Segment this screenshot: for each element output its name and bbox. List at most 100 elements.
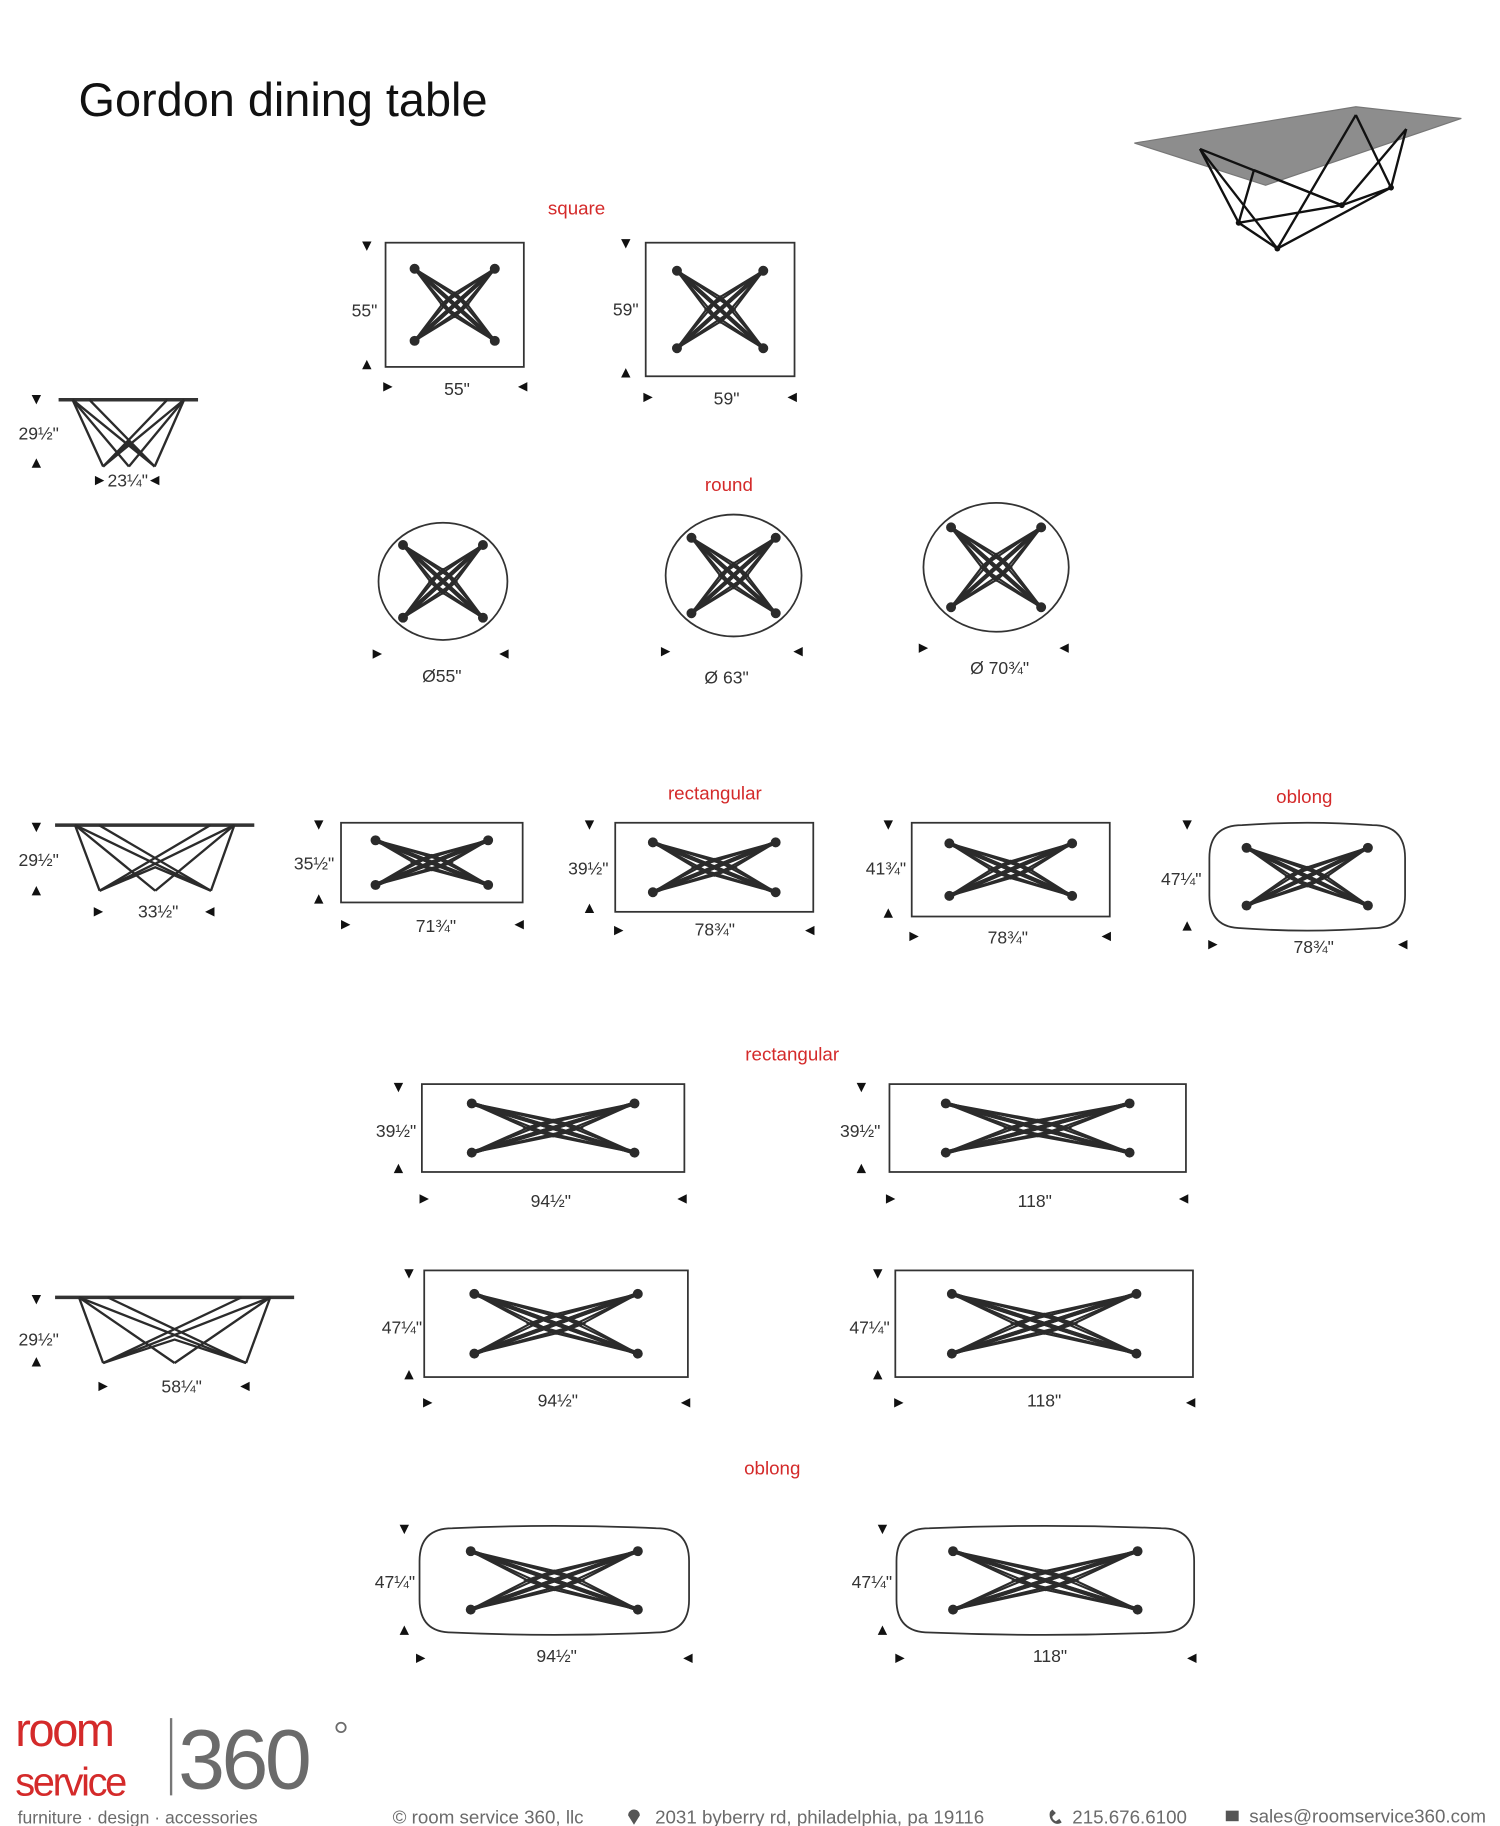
dimension-arrow-icon bbox=[621, 239, 631, 249]
table-legs bbox=[77, 1296, 272, 1365]
width-dimension: Ø55" bbox=[422, 666, 461, 686]
dimension-arrow-icon bbox=[885, 1194, 896, 1204]
width-dimension: 55" bbox=[444, 379, 470, 399]
dimension-arrow-icon bbox=[399, 1625, 409, 1635]
dimension-arrow-icon bbox=[362, 241, 372, 251]
dimension-arrow-icon bbox=[1187, 1653, 1197, 1663]
dimension-arrow-icon bbox=[793, 646, 803, 657]
table-base-plan bbox=[398, 540, 488, 623]
height-dimension: 29½" bbox=[18, 424, 58, 444]
depth-dimension: 39½" bbox=[840, 1121, 880, 1141]
table-base-plan bbox=[946, 1288, 1142, 1359]
dimension-arrow-icon bbox=[621, 368, 631, 378]
side-elevation: 29½"58¼" bbox=[18, 1295, 295, 1396]
width-dimension: 94½" bbox=[531, 1191, 571, 1211]
table-top-outline bbox=[420, 1083, 686, 1173]
table-base-plan bbox=[940, 1098, 1135, 1158]
table-top-outline bbox=[340, 821, 524, 904]
dimension-arrow-icon bbox=[98, 1381, 108, 1392]
plan-view-rectangular: 35½"71¾" bbox=[294, 820, 524, 936]
side-elevation: 29½" 23¼" bbox=[18, 395, 199, 490]
address: 2031 byberry rd, philadelphia, pa 19116 bbox=[655, 1807, 984, 1826]
dimension-arrow-icon bbox=[1059, 643, 1069, 653]
table-top-outline bbox=[894, 1269, 1194, 1378]
logo-room: room bbox=[15, 1704, 112, 1756]
page-title: Gordon dining table bbox=[79, 74, 488, 126]
dimension-arrow-icon bbox=[514, 920, 524, 930]
dimension-arrow-icon bbox=[683, 1653, 693, 1663]
dimension-arrow-icon bbox=[31, 822, 42, 833]
dimension-arrow-icon bbox=[31, 886, 42, 896]
dimension-arrow-icon bbox=[856, 1082, 867, 1093]
plan-view-oblong: 47¼"78¾" bbox=[1161, 820, 1408, 957]
dimension-arrow-icon bbox=[31, 1295, 42, 1305]
width-dimension: 23¼" bbox=[108, 470, 148, 490]
phone-link[interactable]: 215.676.6100 bbox=[1072, 1807, 1187, 1826]
width-dimension: 78¾" bbox=[695, 919, 735, 939]
dimension-arrow-icon bbox=[883, 820, 893, 830]
dimension-arrow-icon bbox=[1398, 939, 1408, 950]
tagline: furniture · design · accessories bbox=[18, 1808, 258, 1826]
table-top-outline bbox=[423, 1269, 689, 1378]
dimension-arrow-icon bbox=[873, 1269, 883, 1279]
height-dimension: 29½" bbox=[18, 850, 58, 870]
plan-view-rectangular: 47¼"118" bbox=[849, 1269, 1196, 1410]
dimension-arrow-icon bbox=[1178, 1194, 1189, 1204]
plan-view-rectangular: 41¾"78¾" bbox=[866, 820, 1111, 947]
table-top-outline bbox=[384, 241, 525, 368]
dimension-arrow-icon bbox=[341, 920, 351, 930]
dimension-arrow-icon bbox=[393, 1163, 404, 1174]
depth-dimension: 55" bbox=[352, 301, 378, 321]
dimension-arrow-icon bbox=[584, 820, 595, 830]
width-dimension: 118" bbox=[1027, 1390, 1061, 1410]
dimension-arrow-icon bbox=[909, 931, 919, 942]
dimension-arrow-icon bbox=[393, 1082, 404, 1093]
dimension-arrow-icon bbox=[419, 1194, 429, 1204]
dimension-arrow-icon bbox=[150, 475, 160, 486]
product-render bbox=[1134, 106, 1462, 252]
section-label-rectangular: rectangular bbox=[668, 782, 762, 803]
table-top-outline bbox=[895, 1525, 1196, 1636]
dimension-arrow-icon bbox=[894, 1398, 904, 1408]
phone-icon bbox=[1049, 1809, 1062, 1824]
section-label-rectangular: rectangular bbox=[745, 1044, 839, 1065]
width-dimension: Ø 70¾" bbox=[970, 658, 1029, 678]
depth-dimension: 39½" bbox=[568, 858, 608, 878]
table-legs bbox=[73, 824, 236, 892]
depth-dimension: 47¼" bbox=[375, 1572, 415, 1592]
copyright: © room service 360, llc bbox=[393, 1807, 584, 1826]
logo-360: 360 bbox=[178, 1712, 309, 1806]
plan-view-rectangular: 39½"94½" bbox=[376, 1082, 687, 1211]
width-dimension: Ø 63" bbox=[704, 667, 748, 687]
dimension-arrow-icon bbox=[584, 903, 595, 913]
dimension-arrow-icon bbox=[499, 649, 509, 659]
dimension-arrow-icon bbox=[680, 1398, 691, 1408]
width-dimension: 118" bbox=[1033, 1646, 1067, 1666]
dimension-arrow-icon bbox=[205, 907, 215, 917]
table-top-outline bbox=[614, 821, 815, 913]
section-label-round: round bbox=[705, 474, 753, 495]
table-base-plan bbox=[469, 1288, 643, 1359]
table-top-outline bbox=[910, 821, 1111, 918]
dimension-arrow-icon bbox=[1101, 931, 1111, 942]
dimension-arrow-icon bbox=[805, 925, 815, 936]
plan-view-square: 59"59" bbox=[613, 239, 797, 408]
plan-view-square: 55" 55" bbox=[352, 241, 528, 399]
dimension-arrow-icon bbox=[895, 1653, 905, 1663]
table-base-plan bbox=[948, 1546, 1143, 1615]
width-dimension: 78¾" bbox=[1293, 937, 1333, 957]
dimension-arrow-icon bbox=[643, 392, 653, 403]
plan-view-rectangular: 39½" 78¾" bbox=[568, 820, 815, 939]
mail-icon bbox=[1225, 1810, 1239, 1822]
table-base-plan bbox=[686, 532, 781, 619]
plan-view-round: Ø 70¾" bbox=[918, 501, 1070, 678]
table-base-plan bbox=[946, 522, 1047, 613]
table-top-outline bbox=[888, 1083, 1187, 1173]
width-dimension: 78¾" bbox=[988, 927, 1028, 947]
email-link[interactable]: sales@roomservice360.com bbox=[1249, 1805, 1486, 1826]
table-base-plan bbox=[409, 263, 500, 346]
side-elevation: 29½"33½" bbox=[18, 822, 255, 922]
dimension-arrow-icon bbox=[1182, 921, 1192, 931]
dimension-arrow-icon bbox=[660, 646, 671, 657]
table-base-plan bbox=[370, 835, 494, 890]
